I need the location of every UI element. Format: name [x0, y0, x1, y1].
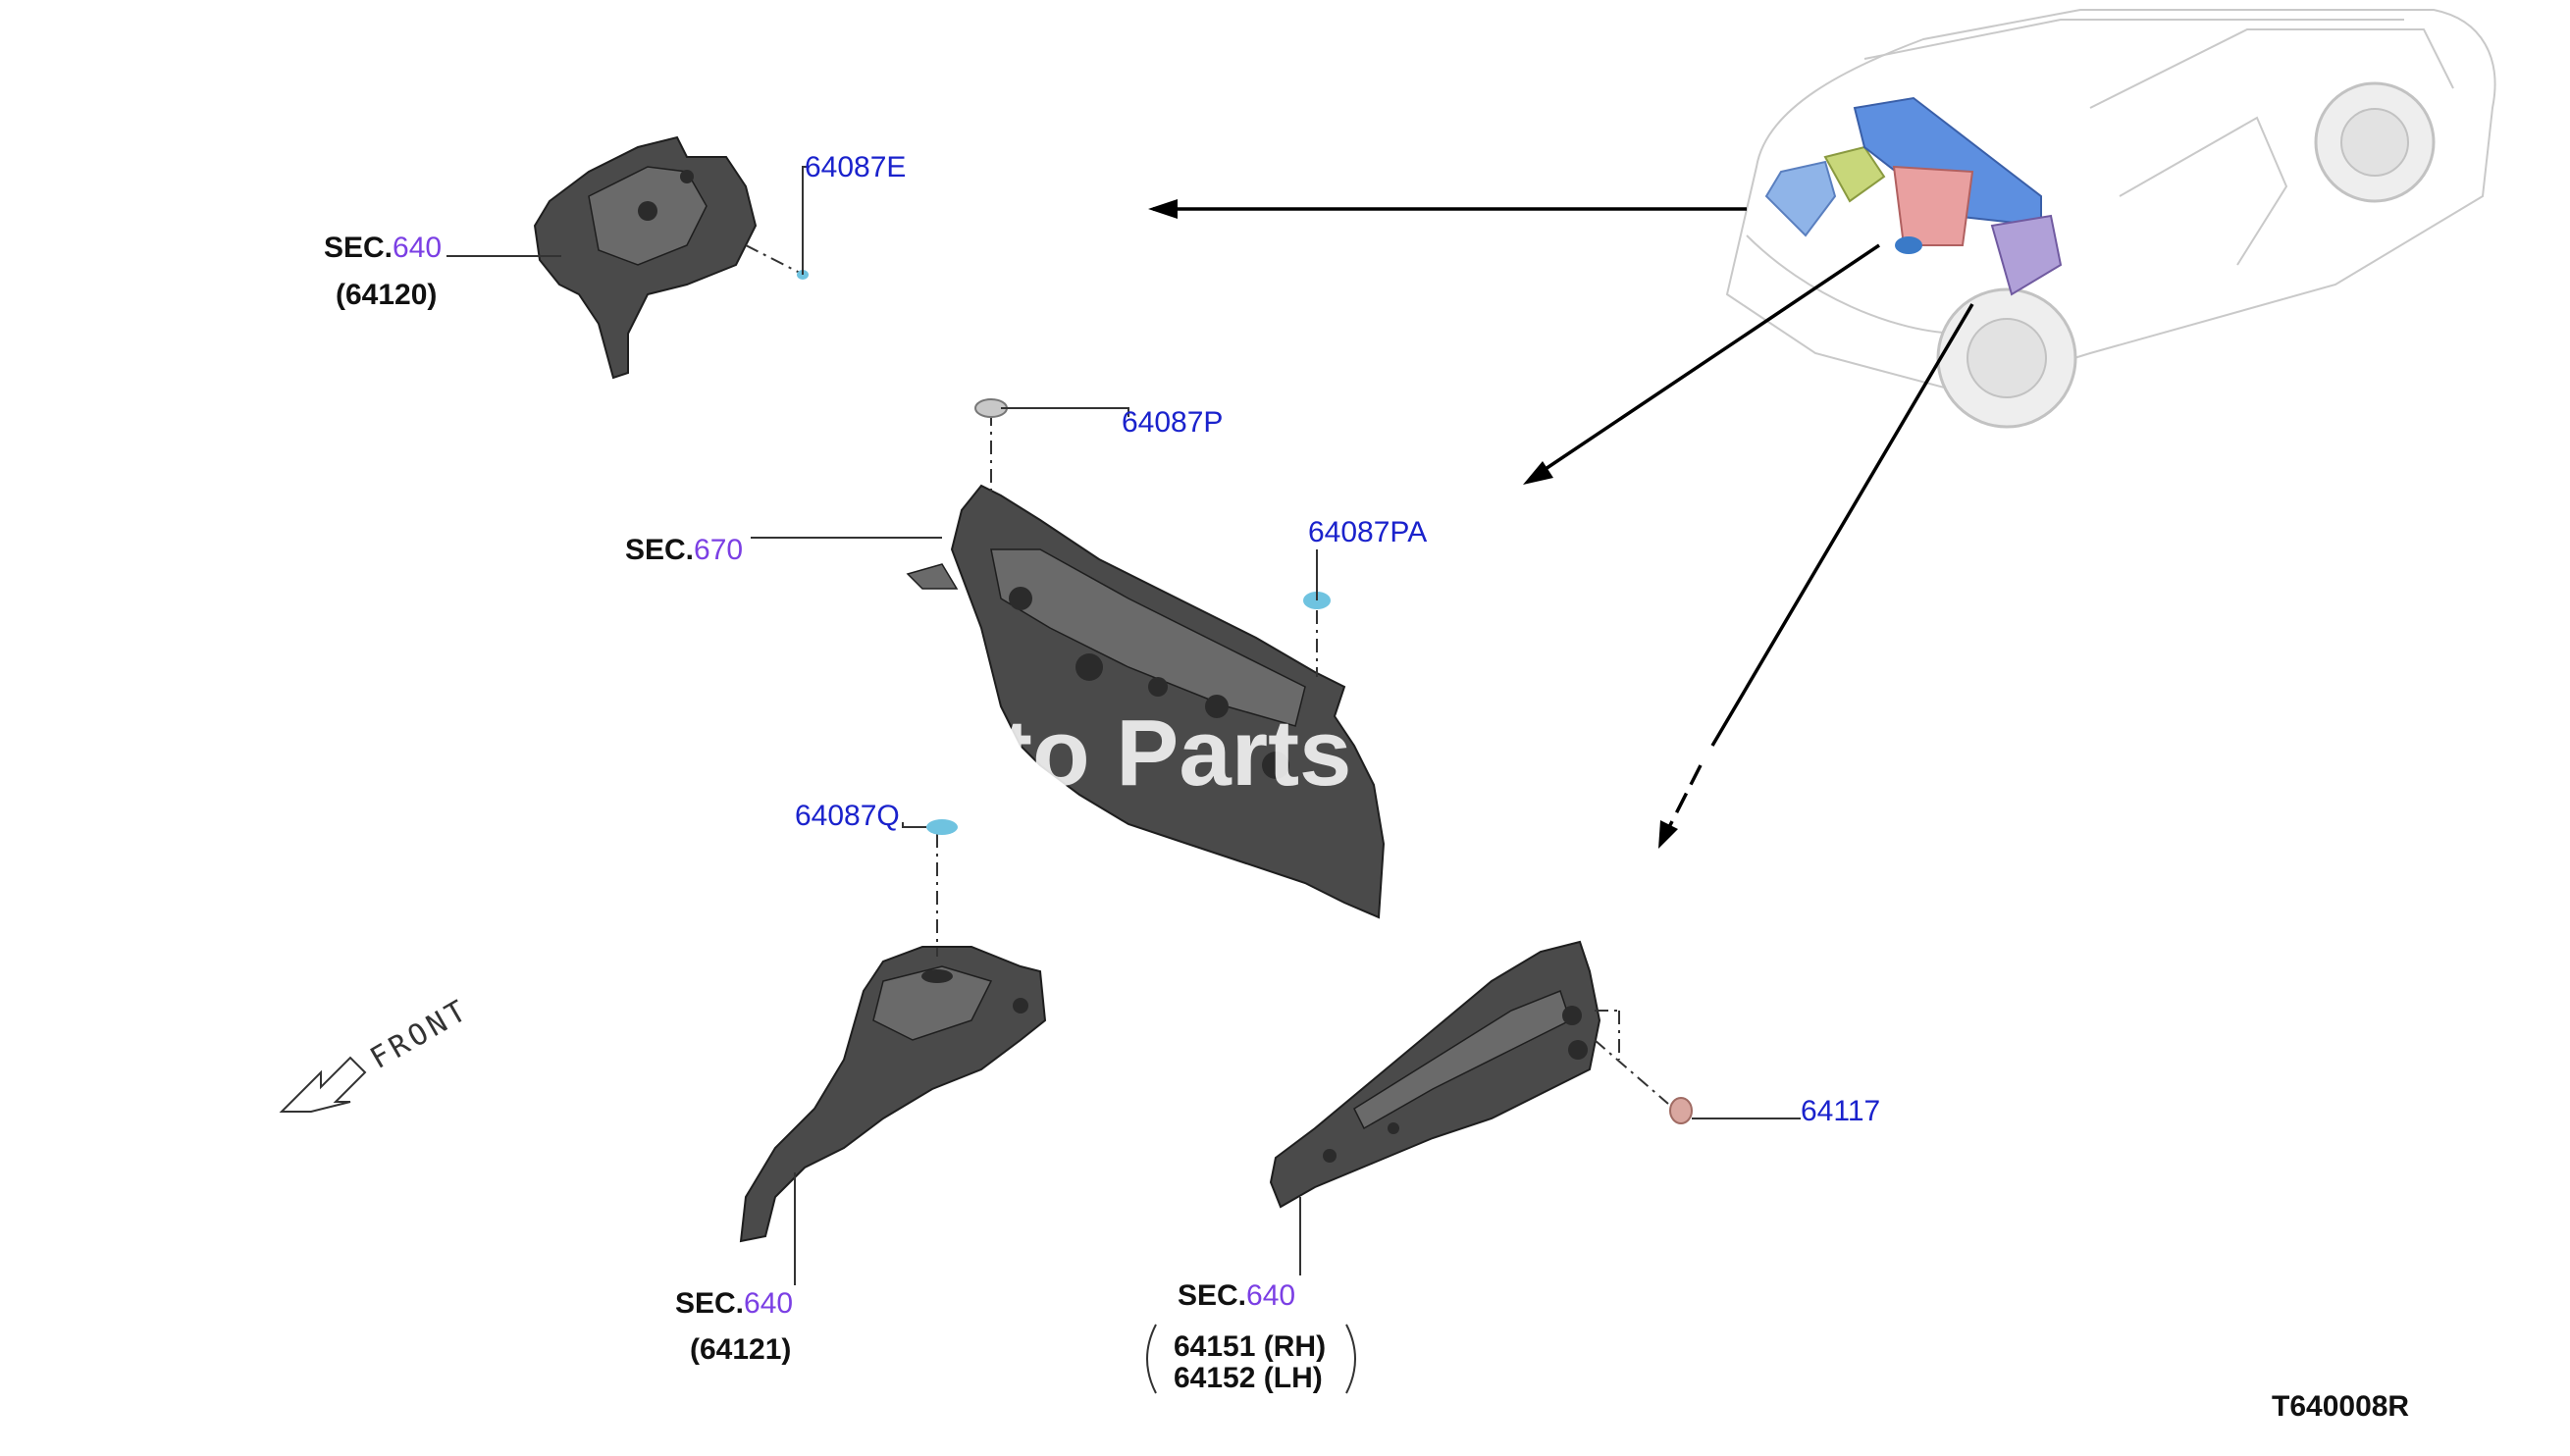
part-code-lh: 64152 (LH) — [1174, 1362, 1323, 1394]
sec-prefix: SEC. — [1178, 1279, 1246, 1312]
part-number-64117: 64117 — [1801, 1095, 1880, 1127]
sec-prefix: SEC. — [675, 1287, 744, 1320]
part-number-64087E: 64087E — [805, 151, 906, 183]
clip-64117 — [1669, 1097, 1693, 1124]
sec-ref-link[interactable]: 640 — [744, 1287, 793, 1320]
bracket-left — [1146, 1324, 1157, 1394]
sec-prefix: SEC. — [625, 534, 694, 566]
hoodledge-lower-part-64121 — [739, 946, 1047, 1243]
part-code-64120: (64120) — [336, 279, 437, 311]
front-arrow-icon — [279, 1056, 367, 1113]
sec-ref-link[interactable]: 640 — [1246, 1279, 1295, 1312]
clip-64087Q — [926, 819, 958, 835]
part-number-64087P: 64087P — [1122, 406, 1223, 439]
front-direction-indicator: FRONT — [279, 992, 476, 1113]
sec-label-top-left: SEC.640 — [324, 232, 442, 264]
hoodledge-upper-part-64120 — [533, 135, 758, 380]
front-label: FRONT — [365, 992, 476, 1075]
part-number-64087PA: 64087PA — [1308, 516, 1427, 548]
sec-label-bottom-right: SEC.640 — [1178, 1279, 1295, 1312]
vehicle-overview-illustration — [1725, 9, 2496, 429]
part-number-64087Q: 64087Q — [795, 800, 900, 832]
front-side-member-part — [1269, 940, 1601, 1209]
part-code-64121: (64121) — [690, 1333, 791, 1366]
sec-label-bottom-left: SEC.640 — [675, 1287, 793, 1320]
sec-prefix: SEC. — [324, 232, 393, 264]
pointer-arrows — [1148, 199, 1974, 849]
bracket-right — [1345, 1324, 1356, 1394]
sec-ref-link[interactable]: 640 — [393, 232, 442, 264]
part-code-rh: 64151 (RH) — [1174, 1330, 1326, 1363]
diagram-code: T640008R — [2272, 1390, 2409, 1423]
sec-label-middle: SEC.670 — [625, 534, 743, 566]
sec-ref-link[interactable]: 670 — [694, 534, 743, 566]
watermark-text: to Parts — [1001, 701, 1351, 806]
cowl-top-panel — [906, 484, 1386, 919]
